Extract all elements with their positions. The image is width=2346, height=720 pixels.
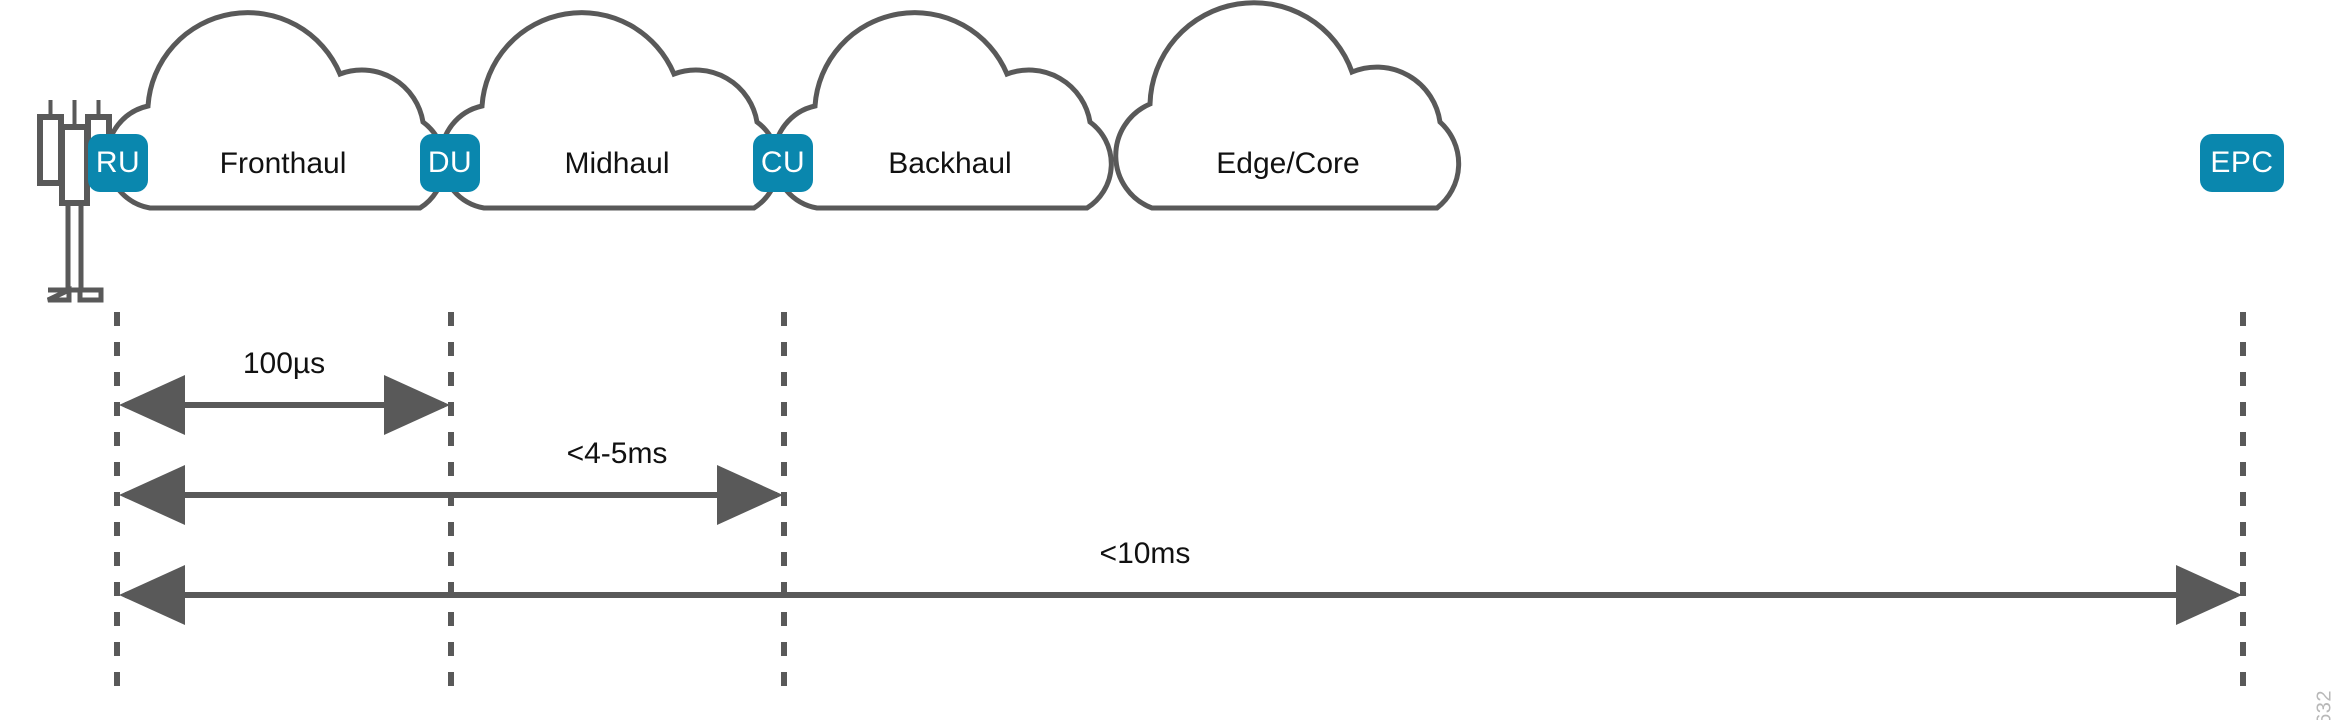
cell-tower-icon [37, 100, 112, 303]
node-cu[interactable]: CU [753, 134, 813, 192]
watermark-label: jn-000632 [2313, 690, 2336, 720]
measure-label-e2e-latency: <10ms [1099, 537, 1191, 570]
node-du[interactable]: DU [420, 134, 480, 192]
cloud-label-edgecore: Edge/Core [1216, 147, 1360, 180]
cloud-label-midhaul: Midhaul [564, 147, 670, 180]
node-ru[interactable]: RU [88, 134, 148, 192]
node-epc[interactable]: EPC [2200, 134, 2284, 192]
measure-label-midhaul-latency: <4-5ms [566, 437, 668, 470]
cloud-label-fronthaul: Fronthaul [219, 147, 347, 180]
cloud-edgecore [1113, 0, 1462, 211]
measure-label-fronthaul-latency: 100µs [242, 347, 326, 380]
cloud-label-backhaul: Backhaul [888, 147, 1012, 180]
